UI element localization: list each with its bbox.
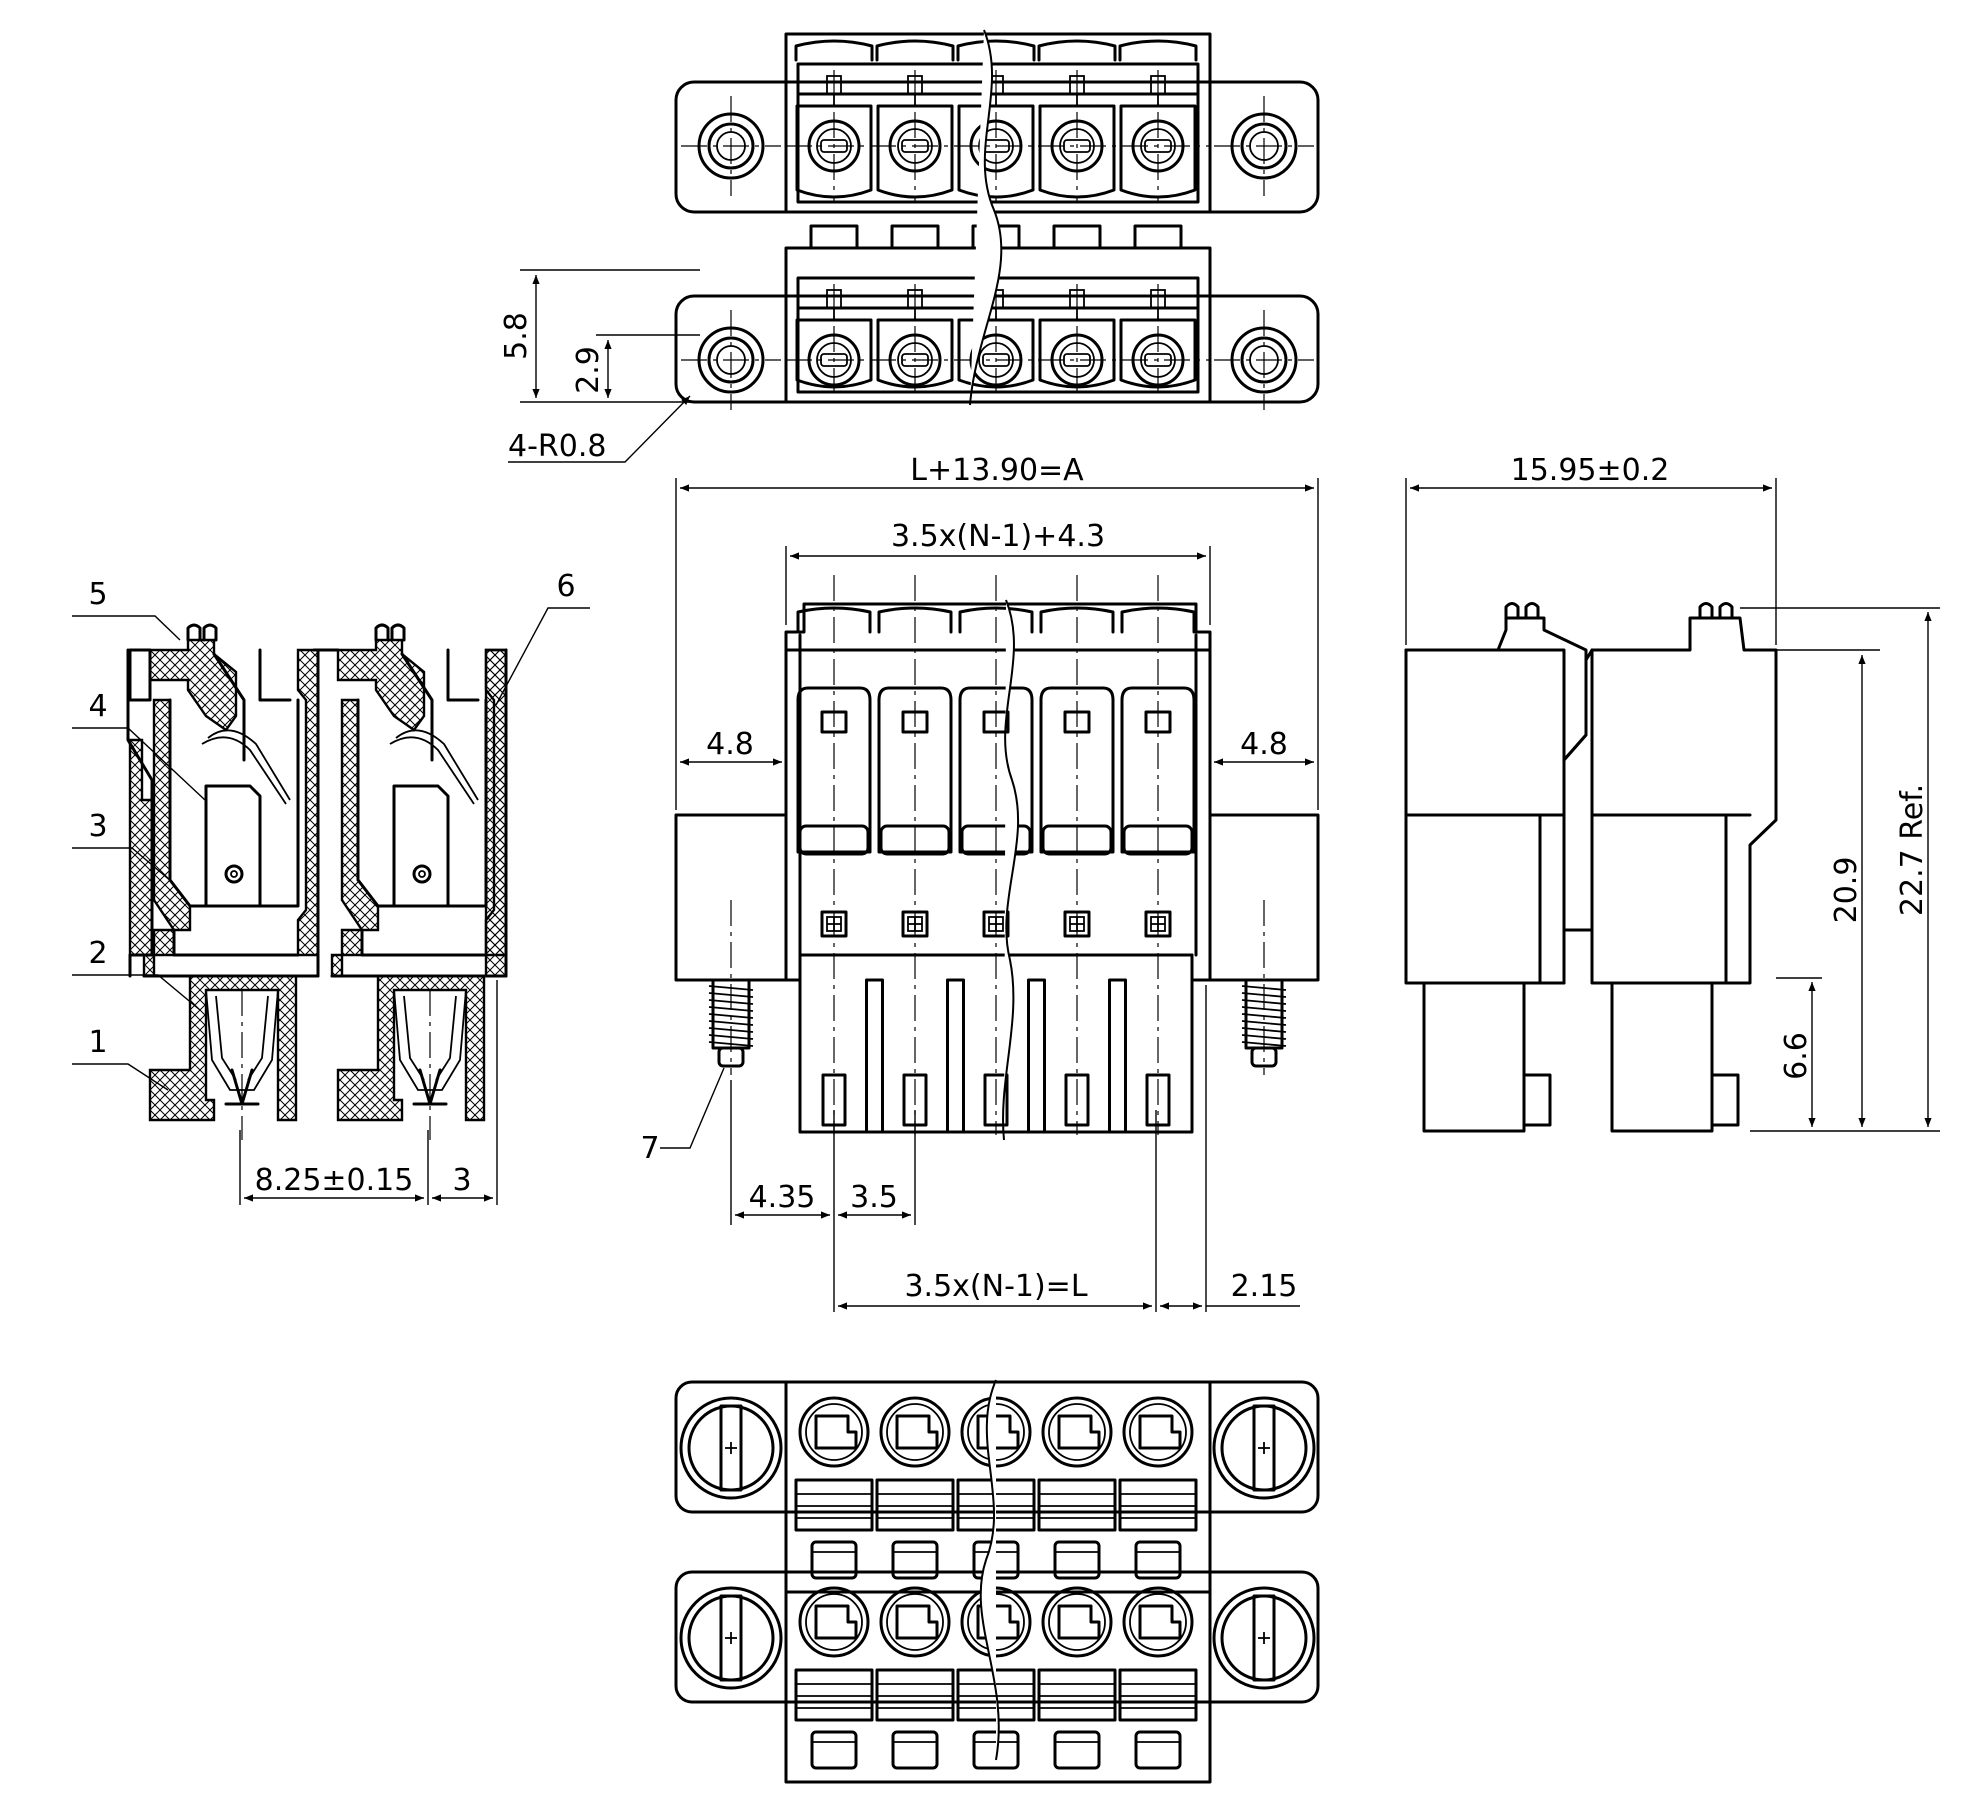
top-pole-body	[1038, 318, 1116, 389]
top-flange-plate	[674, 80, 1320, 214]
callout-labels: 5 4 3 2 1 6 7	[88, 569, 659, 1166]
bottom-wire-entry	[1041, 1586, 1113, 1658]
bottom-mounting-screw	[679, 1396, 783, 1500]
top-housing	[784, 32, 1212, 214]
screw-slot-icon	[719, 1594, 743, 1682]
bottom-mounting-screw	[1212, 1396, 1316, 1500]
bottom-break-line	[979, 1379, 1000, 1761]
top-pole-body	[1119, 318, 1197, 389]
top-pole-body	[876, 318, 954, 389]
top-pole-body	[876, 104, 954, 199]
callout-4: 4	[88, 689, 107, 724]
square-hole-icon	[895, 1414, 939, 1450]
callout-1: 1	[88, 1025, 107, 1060]
bottom-mounting-screw	[679, 1586, 783, 1690]
top-break-line	[969, 29, 1003, 406]
square-hole-icon	[976, 1604, 1020, 1640]
bottom-wire-entry	[798, 1586, 870, 1658]
front-view	[674, 575, 1320, 1141]
top-pole-body	[795, 318, 873, 389]
top-pole-body	[957, 318, 1035, 389]
square-hole-icon	[1057, 1414, 1101, 1450]
bottom-wire-entry	[879, 1396, 951, 1468]
front-pole-latch	[1120, 686, 1196, 854]
bottom-wire-entry	[1122, 1396, 1194, 1468]
cross-section	[126, 623, 508, 1140]
section-base	[336, 974, 486, 1122]
callout-2: 2	[88, 936, 107, 971]
screw-slot-icon	[719, 1404, 743, 1492]
dim-radius: 4-R0.8	[508, 429, 606, 464]
side-right-body	[1590, 616, 1778, 985]
front-pole-array	[796, 575, 1198, 1135]
dim-side-width: 15.95±0.2	[1511, 453, 1670, 488]
square-hole-icon	[1057, 1604, 1101, 1640]
section-base	[148, 974, 298, 1122]
square-hole-icon	[976, 1414, 1020, 1450]
contact-body	[392, 784, 450, 908]
square-hole-icon	[1138, 1604, 1182, 1640]
dim-section-pitch: 8.25±0.15	[255, 1163, 414, 1198]
dim-top-half-height: 2.9	[571, 346, 606, 394]
square-hole-icon	[1138, 1414, 1182, 1450]
bottom-wire-entry	[1041, 1396, 1113, 1468]
top-pole-body	[957, 104, 1035, 199]
front-pole-latch	[877, 686, 953, 854]
square-hole-icon	[814, 1604, 858, 1640]
spring-clamp	[207, 729, 291, 801]
callout-7: 7	[640, 1131, 659, 1166]
spring-clamp	[395, 729, 479, 801]
contact-body	[204, 784, 262, 908]
bottom-view	[674, 1379, 1320, 1784]
screw-slot-icon	[1252, 1594, 1276, 1682]
square-hole-icon	[814, 1414, 858, 1450]
callout-6: 6	[556, 569, 575, 604]
dim-side-total-height: 22.7 Ref.	[1895, 784, 1930, 916]
bottom-mounting-screw	[1212, 1586, 1316, 1690]
top-pole-body	[795, 104, 873, 199]
top-view	[674, 29, 1320, 410]
dim-end-offset: 2.15	[1231, 1269, 1298, 1304]
front-pole-latch	[958, 686, 1034, 854]
housing-outline	[784, 602, 1212, 982]
section-wall	[296, 648, 320, 957]
square-hole-icon	[895, 1604, 939, 1640]
bottom-wire-entry	[798, 1396, 870, 1468]
dim-side-body-height: 20.9	[1829, 857, 1864, 924]
callout-5: 5	[88, 577, 107, 612]
dim-section-offset: 3	[452, 1163, 471, 1198]
dim-screw-offset: 4.35	[749, 1180, 816, 1215]
side-view	[1404, 602, 1778, 1133]
front-pole-latch	[1039, 686, 1115, 854]
bottom-wire-entry	[879, 1586, 951, 1658]
dim-flange-right: 4.8	[1240, 727, 1288, 762]
dim-top-height: 5.8	[499, 312, 534, 360]
dim-flange-left: 4.8	[706, 727, 754, 762]
dim-side-stub: 6.6	[1779, 1032, 1814, 1080]
left-screw	[708, 978, 754, 1068]
dim-overall-length: L+13.90=A	[910, 453, 1084, 488]
screw-slot-icon	[1252, 1404, 1276, 1492]
dim-housing-length: 3.5x(N-1)+4.3	[891, 519, 1105, 554]
top-pole-body	[1038, 104, 1116, 199]
callout-3: 3	[88, 809, 107, 844]
dimension-lines	[72, 269, 1940, 1312]
right-screw	[1241, 978, 1287, 1068]
dim-pitch: 3.5	[850, 1180, 898, 1215]
dimension-labels: 5.8 2.9 4-R0.8 L+13.90=A 3.5x(N-1)+4.3 4…	[255, 312, 1930, 1304]
top-pole-body	[1119, 104, 1197, 199]
break-line	[1002, 599, 1020, 1141]
dim-pitch-span: 3.5x(N-1)=L	[904, 1269, 1087, 1304]
bottom-wire-entry	[1122, 1586, 1194, 1658]
